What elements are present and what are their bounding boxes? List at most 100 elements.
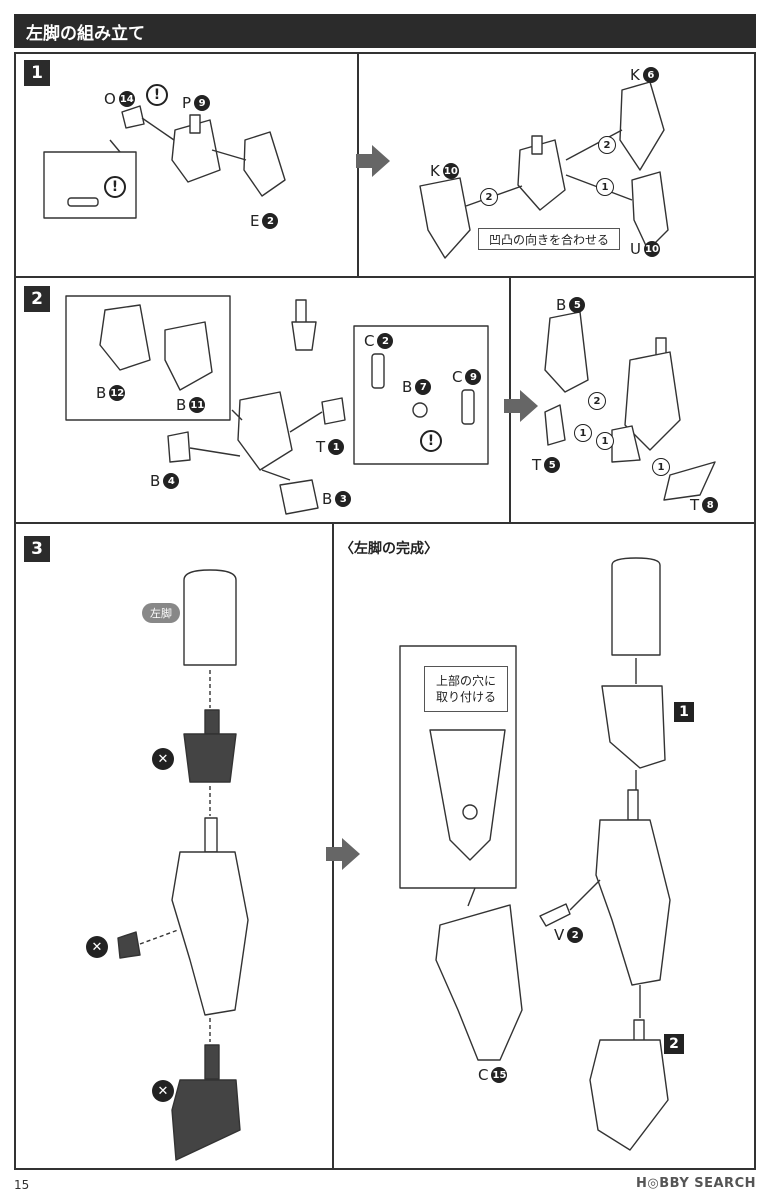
subassembly-mark-2: 2	[664, 1034, 684, 1054]
part-number-badge: 8	[702, 497, 719, 513]
part-number-badge: 15	[491, 1067, 508, 1083]
step-number-text: 1	[31, 63, 43, 83]
caution-icon: !	[104, 176, 126, 198]
attach-note-text: 上部の穴に 取り付ける	[435, 674, 496, 704]
part-letter: K	[430, 162, 440, 180]
part-letter: K	[630, 66, 640, 84]
divider	[14, 522, 756, 524]
remove-icon: ✕	[152, 748, 174, 770]
part-letter: P	[182, 94, 192, 112]
part-number-badge: 5	[544, 457, 561, 473]
part-letter: B	[96, 384, 107, 402]
part-letter: T	[532, 456, 542, 474]
part-letter: C	[452, 368, 463, 386]
divider	[14, 276, 756, 278]
order-marker: 1	[652, 458, 670, 476]
section-title: 左脚の組み立て	[14, 14, 756, 48]
part-number-badge: 9	[194, 95, 211, 111]
part-letter: B	[176, 396, 187, 414]
watermark: H◎BBY SEARCH	[635, 1176, 756, 1191]
order-number: 2	[480, 188, 498, 206]
part-letter: B	[402, 378, 413, 396]
order-number: 1	[596, 432, 614, 450]
attach-note: 上部の穴に 取り付ける	[424, 666, 508, 712]
part-number-badge: 2	[567, 927, 584, 943]
step-number: 2	[24, 286, 50, 312]
caution-icon: !	[420, 430, 442, 452]
remove-icon: ✕	[86, 936, 108, 958]
order-number: 2	[588, 392, 606, 410]
order-marker: 2	[598, 136, 616, 154]
part-letter: U	[630, 240, 641, 258]
part-letter: B	[150, 472, 161, 490]
instruction-frame	[14, 52, 756, 1170]
order-marker: 1	[596, 178, 614, 196]
order-number: 2	[598, 136, 616, 154]
step-number: 3	[24, 536, 50, 562]
part-letter: E	[250, 212, 260, 230]
part-number-badge: 4	[163, 473, 180, 489]
part-number-badge: 10	[643, 241, 660, 257]
part-letter: V	[554, 926, 565, 944]
part-letter: T	[316, 438, 326, 456]
order-marker: 1	[574, 424, 592, 442]
part-number-badge: 10	[442, 163, 459, 179]
part-number-badge: 5	[569, 297, 586, 313]
step-number-text: 3	[31, 539, 43, 559]
order-number: 1	[574, 424, 592, 442]
step-number-text: 2	[31, 289, 43, 309]
part-number-badge: 1	[328, 439, 345, 455]
part-number-badge: 3	[335, 491, 352, 507]
part-number-badge: 14	[118, 91, 135, 107]
next-arrow-icon	[356, 145, 390, 177]
alignment-note: 凹凸の向きを合わせる	[478, 228, 620, 250]
part-number-badge: 12	[109, 385, 126, 401]
part-letter: T	[690, 496, 700, 514]
part-number-badge: 7	[415, 379, 432, 395]
remove-icon: ✕	[152, 1080, 174, 1102]
page-number: 15	[14, 1178, 30, 1192]
part-letter: B	[322, 490, 333, 508]
order-marker: 1	[596, 432, 614, 450]
part-number-badge: 6	[642, 67, 659, 83]
left-leg-pill: 左脚	[142, 603, 180, 623]
next-arrow-icon	[326, 838, 360, 870]
next-arrow-icon	[504, 390, 538, 422]
part-number-badge: 2	[377, 333, 394, 349]
part-letter: O	[104, 90, 116, 108]
step-number: 1	[24, 60, 50, 86]
order-number: 1	[652, 458, 670, 476]
part-letter: C	[364, 332, 375, 350]
part-number-badge: 11	[189, 397, 206, 413]
caution-icon: !	[146, 84, 168, 106]
section-title-text: 左脚の組み立て	[26, 23, 145, 44]
order-marker: 2	[588, 392, 606, 410]
part-letter: B	[556, 296, 567, 314]
subassembly-mark-1: 1	[674, 702, 694, 722]
part-letter: C	[478, 1066, 489, 1084]
order-number: 1	[596, 178, 614, 196]
part-number-badge: 2	[262, 213, 279, 229]
order-marker: 2	[480, 188, 498, 206]
completion-title: 〈左脚の完成〉	[340, 541, 438, 557]
alignment-note-text: 凹凸の向きを合わせる	[488, 232, 609, 247]
part-number-badge: 9	[465, 369, 482, 385]
